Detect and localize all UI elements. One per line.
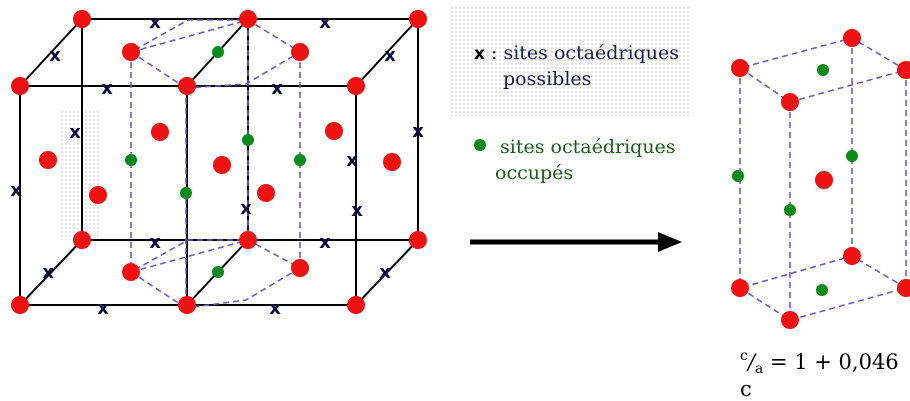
red-atom <box>178 296 196 314</box>
red-atom <box>73 10 91 28</box>
x-marker: x <box>10 180 22 201</box>
ratio-formula: c/a = 1 + 0,046 c <box>740 348 910 401</box>
red-atom <box>73 231 91 249</box>
x-marker: x <box>97 298 109 319</box>
legend-occupied-text-2: occupés <box>495 162 574 184</box>
x-marker: x <box>101 78 113 99</box>
x-marker: x <box>412 121 424 142</box>
red-atom <box>257 184 275 202</box>
red-atom <box>897 279 910 297</box>
red-atom <box>347 296 365 314</box>
x-marker: x <box>319 232 331 253</box>
red-atom <box>89 186 107 204</box>
x-marker-icon: x <box>474 44 485 64</box>
red-atom <box>897 61 910 79</box>
x-marker: x <box>149 12 161 33</box>
x-marker: x <box>42 262 54 283</box>
red-atom <box>39 151 57 169</box>
x-marker: x <box>69 122 81 143</box>
x-marker: x <box>384 45 396 66</box>
red-atom <box>781 311 799 329</box>
green-dot <box>212 46 224 58</box>
left-occupied-sites <box>125 46 306 278</box>
green-dot <box>816 284 828 296</box>
green-dot <box>732 170 744 182</box>
red-atom <box>11 296 29 314</box>
red-atom <box>239 231 257 249</box>
red-atom <box>291 43 309 61</box>
right-occupied-sites <box>732 64 858 296</box>
red-atom <box>291 259 309 277</box>
green-dot <box>212 266 224 278</box>
legend-possible-text-2: possibles <box>503 68 592 90</box>
red-atom <box>843 247 861 265</box>
red-atom <box>11 77 29 95</box>
green-dot-icon <box>474 139 486 151</box>
red-atom <box>347 77 365 95</box>
x-marker: x <box>240 198 252 219</box>
formula-a: a <box>754 361 764 377</box>
formula-slash: / <box>747 350 755 374</box>
right-atoms <box>731 29 910 329</box>
red-atom <box>409 10 427 28</box>
formula-c: c <box>740 348 748 364</box>
x-marker: x <box>49 45 61 66</box>
legend-occupied-line2: occupés <box>495 162 573 185</box>
left-atoms <box>11 10 427 314</box>
legend-occupied: sites octaédriques <box>474 136 676 159</box>
red-atom <box>383 153 401 171</box>
green-dot <box>846 150 858 162</box>
x-marker: x <box>271 78 283 99</box>
legend-occupied-text-1: sites octaédriques <box>500 136 676 158</box>
formula-rest: = 1 + 0,046 c <box>740 350 899 401</box>
green-dot <box>125 154 137 166</box>
green-dot <box>784 204 796 216</box>
red-atom <box>122 263 140 281</box>
x-marker: x <box>319 12 331 33</box>
x-marker: x <box>346 150 358 171</box>
shading <box>450 6 690 116</box>
x-marker: x <box>379 262 391 283</box>
red-atom <box>178 77 196 95</box>
red-atom <box>151 123 169 141</box>
red-atom <box>843 29 861 47</box>
red-atom <box>731 279 749 297</box>
red-atom <box>731 59 749 77</box>
red-atom <box>815 171 833 189</box>
x-marker: x <box>269 298 281 319</box>
arrow-right-icon <box>470 232 682 252</box>
x-marker: x <box>351 200 363 221</box>
x-marker: x <box>149 232 161 253</box>
green-dot <box>242 134 254 146</box>
red-atom <box>409 231 427 249</box>
red-atom <box>213 156 231 174</box>
green-dot <box>294 154 306 166</box>
red-atom <box>239 10 257 28</box>
red-atom <box>122 43 140 61</box>
legend-possible-text-1: : sites octaédriques <box>491 42 679 64</box>
red-atom <box>325 122 343 140</box>
green-dot <box>817 64 829 76</box>
shading <box>60 110 100 240</box>
legend-possible: x : sites octaédriques <box>474 42 679 66</box>
legend-possible-line2: possibles <box>503 68 591 91</box>
red-atom <box>781 93 799 111</box>
green-dot <box>180 187 192 199</box>
